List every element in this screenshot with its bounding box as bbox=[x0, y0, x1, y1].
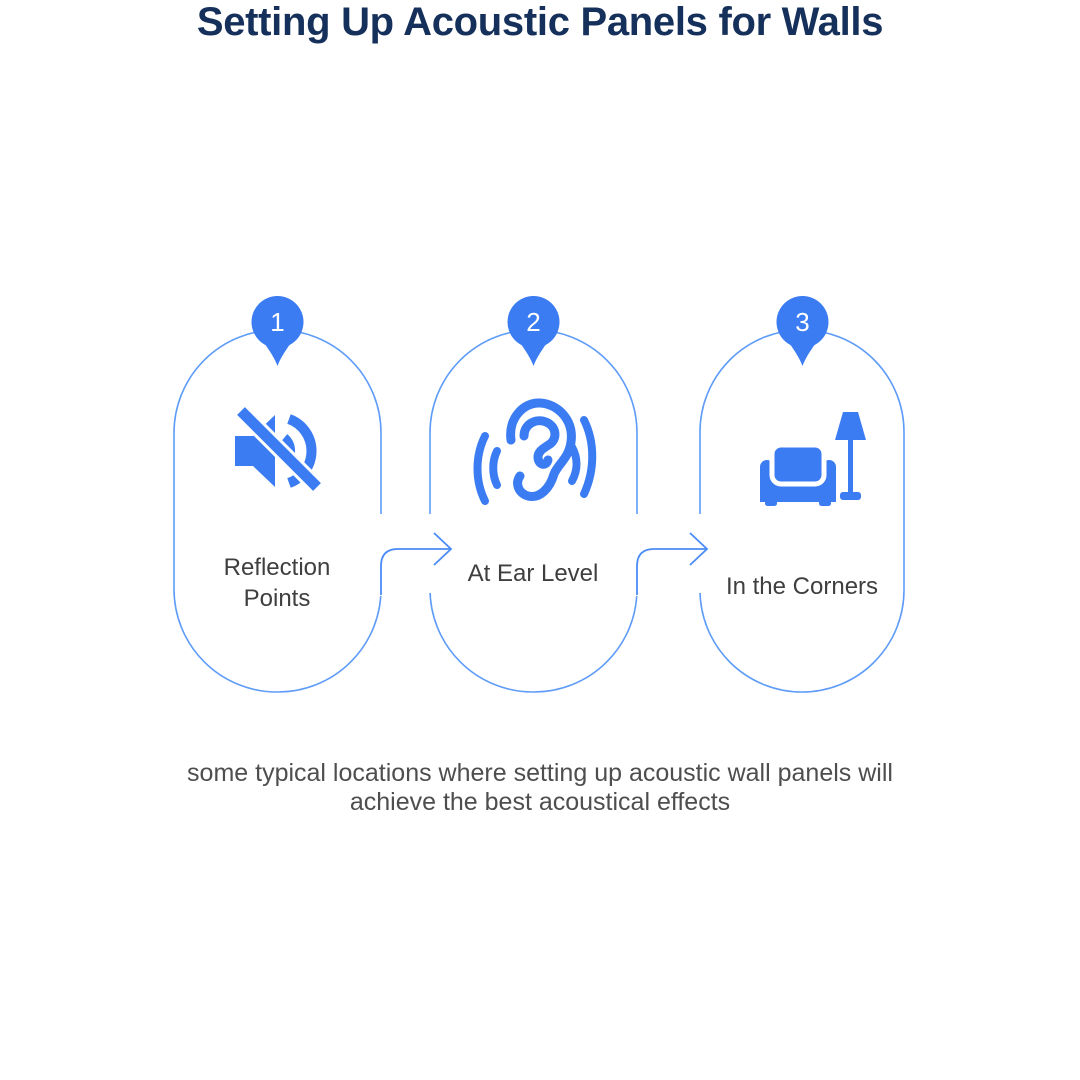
step-number-2: 2 bbox=[526, 307, 541, 337]
flow-arrow-1 bbox=[380, 532, 453, 595]
border-gaps bbox=[375, 514, 706, 596]
armchair-lamp-icon bbox=[760, 412, 866, 506]
step-capsule-1 bbox=[173, 329, 382, 693]
caption: some typical locations where setting up … bbox=[0, 759, 1080, 817]
step-label-reflection-points: Reflection Points bbox=[223, 554, 331, 612]
caption-line-2: achieve the best acoustical effects bbox=[349, 788, 731, 816]
caption-line-1: some typical locations where setting up … bbox=[187, 759, 893, 787]
step-number-1: 1 bbox=[270, 307, 285, 337]
step-label-in-the-corners: In the Corners bbox=[725, 573, 879, 600]
page-title: Setting Up Acoustic Panels for Walls bbox=[196, 0, 884, 44]
step-badge-pin-2 bbox=[507, 296, 560, 366]
ear-listening-icon bbox=[473, 398, 597, 505]
step-label-at-ear-level: At Ear Level bbox=[467, 560, 599, 587]
volume-mute-icon bbox=[231, 401, 327, 497]
step-badge-pin-3 bbox=[776, 296, 829, 366]
step-number-3: 3 bbox=[795, 307, 810, 337]
step-capsule-2 bbox=[429, 329, 638, 693]
step-badge-pin-1 bbox=[251, 296, 304, 366]
flow-arrow-2 bbox=[636, 532, 709, 595]
step-capsule-3 bbox=[699, 329, 905, 693]
